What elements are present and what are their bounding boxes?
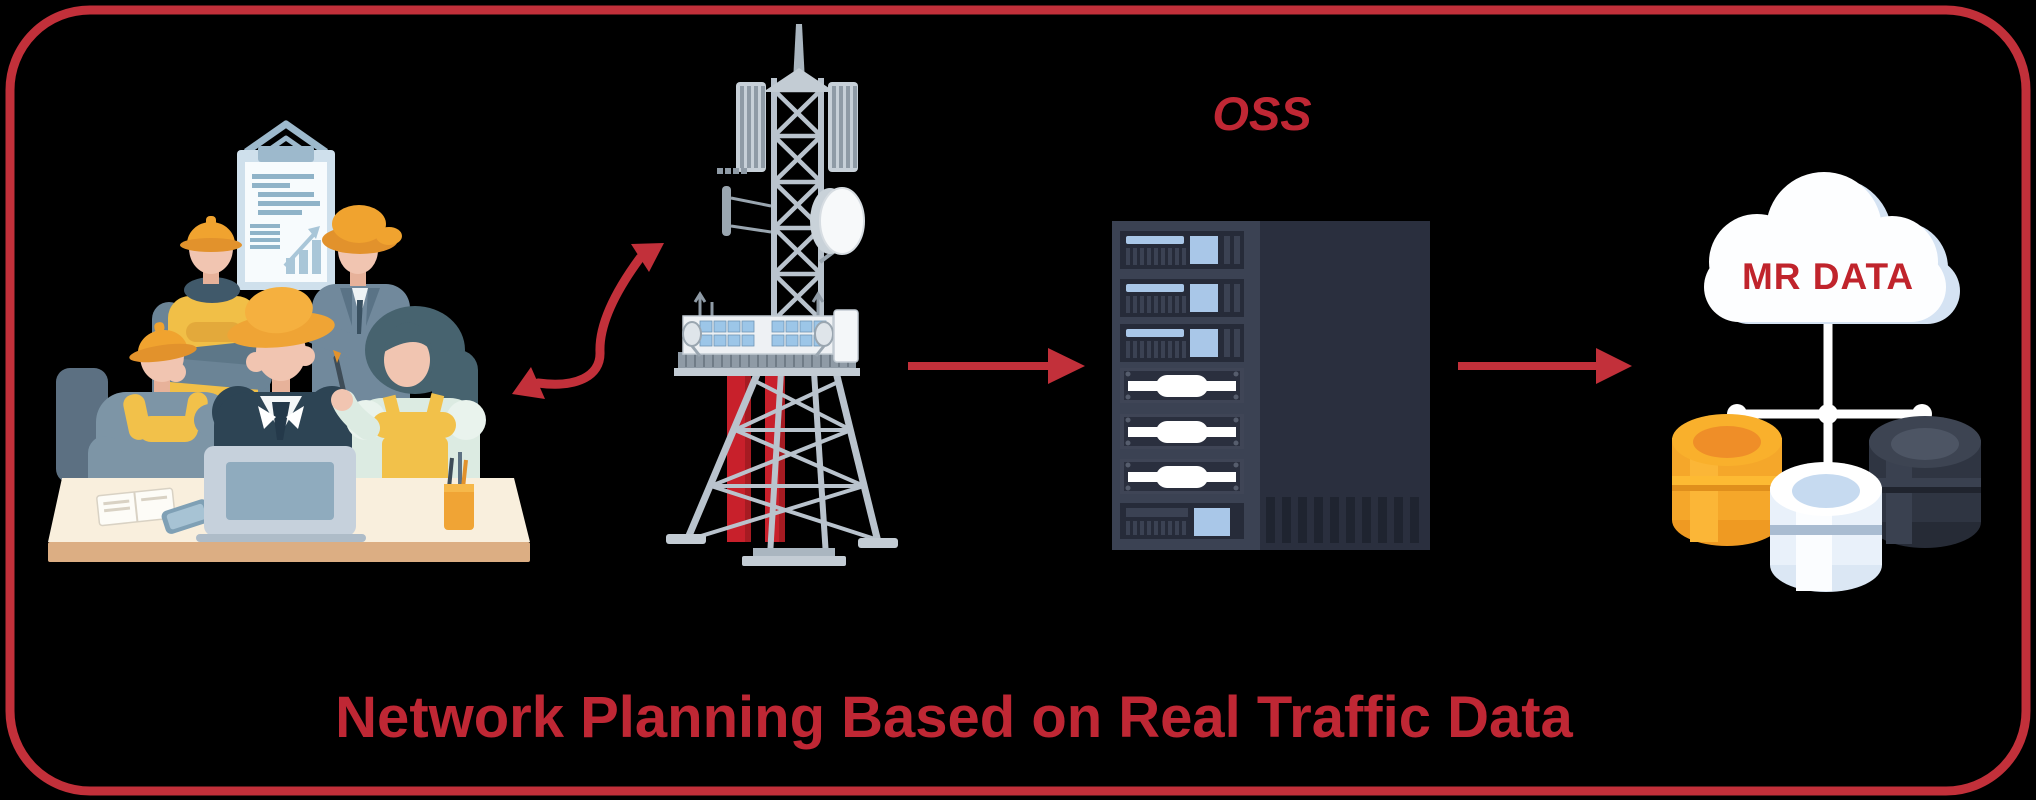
floppy-hat-icon bbox=[322, 205, 402, 254]
mast-cap bbox=[763, 68, 835, 92]
arrowhead-right-icon bbox=[1048, 348, 1085, 384]
tower-base-plate bbox=[742, 556, 846, 566]
connector-node bbox=[1818, 404, 1838, 424]
server-bay-1 bbox=[1120, 231, 1244, 269]
tower-foot-left bbox=[666, 534, 706, 544]
notebook bbox=[96, 487, 176, 527]
arrowhead-down-left bbox=[512, 367, 545, 399]
server-bay-6 bbox=[1120, 459, 1244, 494]
antenna-panel-right bbox=[828, 82, 858, 172]
spire-antenna bbox=[793, 24, 805, 82]
rounded-border bbox=[5, 5, 2031, 796]
curved-double-arrow bbox=[512, 243, 664, 399]
cloud-icon: MR DATA bbox=[1704, 172, 1960, 324]
mr-data-label: MR DATA bbox=[1742, 256, 1914, 297]
diagram-title: Network Planning Based on Real Traffic D… bbox=[335, 685, 1573, 750]
equipment-platform bbox=[674, 291, 860, 376]
side-pole-antenna bbox=[717, 168, 772, 236]
tower-legs bbox=[684, 370, 882, 557]
server-bay-4 bbox=[1120, 368, 1244, 403]
hard-hat-icon bbox=[180, 216, 242, 252]
pencil-cup bbox=[444, 452, 474, 530]
antenna-panel-left bbox=[736, 82, 766, 172]
cell-tower-illustration bbox=[666, 24, 898, 566]
smartphone bbox=[161, 499, 212, 534]
database-orange-icon bbox=[1672, 414, 1782, 546]
arrow-tower-to-oss bbox=[908, 348, 1085, 384]
server-bay-3 bbox=[1120, 324, 1244, 362]
server-bay-5 bbox=[1120, 414, 1244, 449]
server-side-vents bbox=[1266, 497, 1419, 543]
oss-label: OSS bbox=[1212, 87, 1311, 140]
tower-base-upper bbox=[753, 548, 835, 556]
arrowhead-right-icon bbox=[1596, 348, 1632, 384]
database-white-icon bbox=[1770, 462, 1882, 592]
oss-server-rack bbox=[1112, 221, 1430, 550]
planning-team-illustration bbox=[48, 120, 530, 562]
hard-hat-icon bbox=[129, 322, 197, 363]
mr-data-cloud-group: MR DATA bbox=[1672, 172, 1981, 592]
server-bay-2 bbox=[1120, 279, 1244, 317]
server-bay-7 bbox=[1120, 503, 1244, 539]
clipboard-chart bbox=[237, 120, 335, 290]
database-dark-icon bbox=[1869, 416, 1981, 548]
arrowhead-up-right bbox=[631, 243, 664, 272]
arrow-oss-to-cloud bbox=[1458, 348, 1632, 384]
tower-foot-right bbox=[858, 538, 898, 548]
floppy-hat-icon bbox=[227, 286, 335, 348]
laptop bbox=[196, 446, 366, 542]
microwave-dish-icon bbox=[810, 187, 865, 264]
